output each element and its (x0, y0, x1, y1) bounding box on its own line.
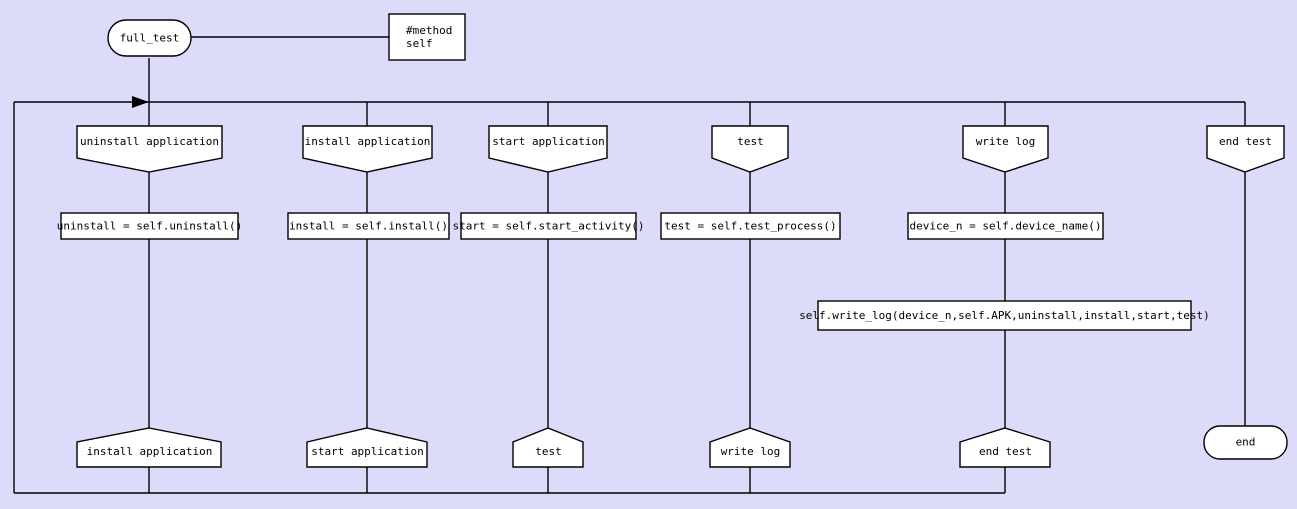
extra-action-box-shape (817, 300, 1192, 331)
top-pentagon-shape (711, 125, 789, 173)
bottom-pentagon-shape (76, 427, 222, 468)
connector-group (13, 36, 1246, 494)
end-node-label: end (1236, 436, 1256, 449)
bottom-pentagon-label: install application (87, 445, 213, 458)
node-start[interactable]: full_test (107, 19, 192, 57)
end-node-shape (1203, 425, 1288, 460)
top-pentagon-label: install application (305, 135, 431, 148)
node-end[interactable]: end (1203, 425, 1288, 460)
bottom-pentagon-label: write log (721, 445, 781, 458)
arrow-head-icon (132, 96, 149, 108)
top-pentagon-shape (302, 125, 433, 173)
col-uninstall-top-node[interactable]: uninstall application (76, 125, 223, 173)
action-box-label: start = self.start_activity() (452, 220, 644, 233)
col-test-action-node[interactable]: test = self.test_process() (660, 212, 841, 240)
col-start-bottom-node[interactable]: test (512, 427, 584, 468)
note-shape (388, 13, 466, 61)
col-start-top-node[interactable]: start application (488, 125, 608, 173)
action-box-label: test = self.test_process() (664, 220, 836, 233)
col-writelog-extra-action-node[interactable]: self.write_log(device_n,self.APK,uninsta… (799, 300, 1210, 331)
action-box-label: uninstall = self.uninstall() (57, 220, 242, 233)
start-node-label: full_test (120, 32, 180, 45)
col-install-bottom-node[interactable]: start application (306, 427, 428, 468)
bottom-pentagon-label: start application (311, 445, 424, 458)
bottom-pentagon-shape (306, 427, 428, 468)
top-pentagon-label: test (737, 135, 764, 148)
action-box-shape (907, 212, 1104, 240)
action-box-shape (660, 212, 841, 240)
col-writelog-top-node[interactable]: write log (962, 125, 1049, 173)
bottom-pentagon-shape (512, 427, 584, 468)
top-pentagon-shape (488, 125, 608, 173)
note-line-1: #method (406, 24, 452, 37)
top-pentagon-label: write log (976, 135, 1036, 148)
note-method-self: #method self (388, 13, 466, 61)
col-install-top-node[interactable]: install application (302, 125, 433, 173)
col-endtest-top-node[interactable]: end test (1206, 125, 1285, 173)
col-start-action-node[interactable]: start = self.start_activity() (452, 212, 645, 240)
col-test-top-node[interactable]: test (711, 125, 789, 173)
top-pentagon-label: start application (492, 135, 605, 148)
bottom-pentagon-shape (959, 427, 1051, 468)
col-writelog-bottom-node[interactable]: end test (959, 427, 1051, 468)
action-box-label: device_n = self.device_name() (909, 220, 1101, 233)
action-box-label: install = self.install() (289, 220, 448, 233)
col-uninstall-bottom-node[interactable]: install application (76, 427, 222, 468)
start-node-shape (107, 19, 192, 57)
bottom-pentagon-label: test (535, 445, 562, 458)
col-install-action-node[interactable]: install = self.install() (287, 212, 450, 240)
top-pentagon-shape (1206, 125, 1285, 173)
top-pentagon-label: end test (1219, 135, 1272, 148)
col-uninstall-action-node[interactable]: uninstall = self.uninstall() (57, 212, 242, 240)
bottom-pentagon-label: end test (979, 445, 1032, 458)
action-box-shape (460, 212, 637, 240)
note-line-2: self (406, 37, 433, 50)
top-pentagon-shape (76, 125, 223, 173)
top-pentagon-label: uninstall application (80, 135, 219, 148)
action-box-shape (287, 212, 450, 240)
col-writelog-action-node[interactable]: device_n = self.device_name() (907, 212, 1104, 240)
top-pentagon-shape (962, 125, 1049, 173)
extra-action-box-label: self.write_log(device_n,self.APK,uninsta… (799, 309, 1210, 322)
action-box-shape (60, 212, 239, 240)
bottom-pentagon-shape (709, 427, 791, 468)
col-test-bottom-node[interactable]: write log (709, 427, 791, 468)
